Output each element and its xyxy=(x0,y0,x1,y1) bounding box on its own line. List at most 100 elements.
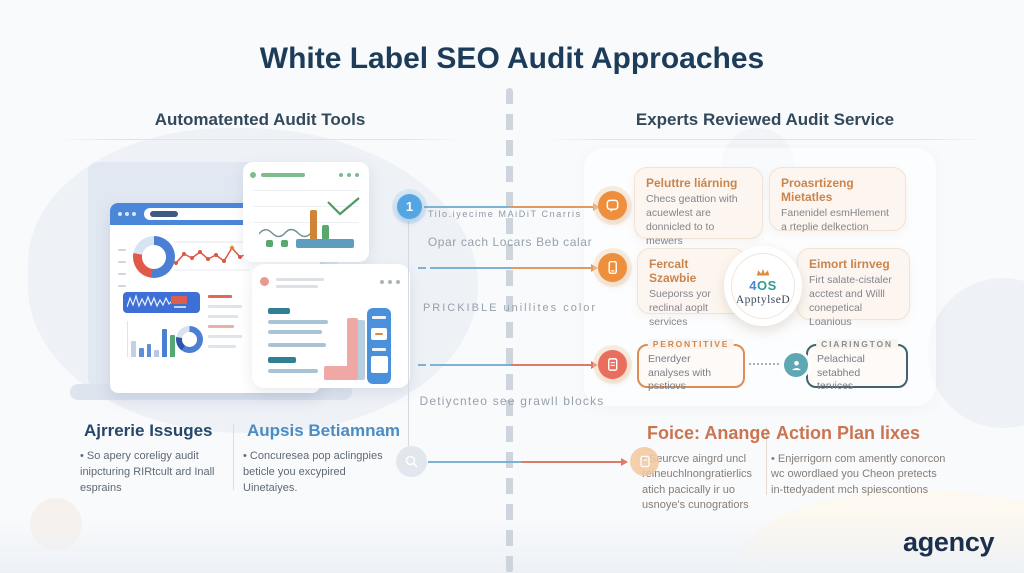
list-line xyxy=(268,343,326,347)
crown-icon xyxy=(756,268,770,276)
service-card: Peluttre liárning Checs geattion with ac… xyxy=(634,167,763,247)
connector-label-4: Detiycnteo see grawll blocks xyxy=(419,394,605,408)
right-column-header: Experts Reviewed Audit Service xyxy=(635,110,895,129)
right-header-underline xyxy=(543,139,987,140)
bracket-box-body: Enerdyer analyses with psstiovs xyxy=(648,353,712,393)
arrowhead-icon xyxy=(591,264,598,272)
arrowhead-icon xyxy=(591,361,598,369)
window-dot-icon xyxy=(125,212,129,216)
bracket-box-label: PERONTITIVE xyxy=(647,339,735,349)
card-body: Fanenidel esmHlement a rteplie delkectio… xyxy=(781,207,889,233)
status-dot xyxy=(250,172,256,178)
badge-logo-4: 4 xyxy=(749,277,757,293)
card-body: Checs geattion with acuewlest are donnic… xyxy=(646,193,738,247)
left-footer-heading-2: Aupsis Betiamnam xyxy=(247,421,401,440)
axis-tick xyxy=(118,249,126,251)
axis-tick xyxy=(118,273,126,275)
right-footer-bullet-1: • Seurcve aingrd uncl relneuchlnongratie… xyxy=(642,453,753,512)
pink-vbar xyxy=(347,318,358,380)
window-dot-icon xyxy=(118,212,122,216)
gridline xyxy=(253,190,359,191)
address-bar xyxy=(144,208,266,220)
document-icon xyxy=(598,350,627,379)
menu-dots-icon xyxy=(380,280,400,284)
bracket-box-right: CIARINGTON Pelachical setabhed tervices xyxy=(806,339,908,392)
check-trend-line xyxy=(327,197,360,216)
arrow-row3 xyxy=(430,361,598,369)
blue-vbar xyxy=(357,320,365,380)
left-header-underline xyxy=(58,139,462,140)
person-icon xyxy=(784,353,808,377)
axis-tick xyxy=(118,261,126,263)
phone-accent xyxy=(375,333,383,335)
arrow-dash xyxy=(418,267,426,269)
donut-chart-small xyxy=(176,326,203,353)
left-footer-bullet-2: • Concuresea pop aclingpies beticle you … xyxy=(243,450,383,494)
mini-dash xyxy=(174,306,186,308)
line-chart xyxy=(174,241,250,271)
alert-block xyxy=(171,296,187,304)
footer-divider xyxy=(766,427,767,495)
badge-logo-os: OS xyxy=(756,277,777,293)
bracket-box-left: PERONTITIVE Enerdyer analyses with pssti… xyxy=(637,339,745,392)
connector-vertical-line xyxy=(408,221,409,451)
green-square xyxy=(266,240,273,247)
mobile-device-icon xyxy=(598,253,627,282)
step-1-badge: 1 xyxy=(397,194,422,219)
card-body: Firt salate-cistaler acctest and Willl c… xyxy=(809,274,892,328)
approved-seal: 4OS ApptylseD xyxy=(724,246,802,326)
page-title: White Label SEO Audit Approaches xyxy=(259,42,765,75)
arrow-row1 xyxy=(424,203,600,211)
pink-hbar xyxy=(324,366,358,380)
background-circle xyxy=(928,278,1024,428)
connector-label-3: PRICKIBLE unillites color xyxy=(422,302,598,314)
analytics-card-bottom xyxy=(252,264,410,388)
badge-logo: 4OS xyxy=(749,278,777,293)
right-footer-heading-2: Action Plan lixes xyxy=(776,423,921,443)
brand-logo: agency xyxy=(903,527,995,557)
left-column-header: Automatented Audit Tools xyxy=(154,110,366,129)
orange-bar xyxy=(310,210,317,240)
arrowhead-icon xyxy=(593,203,600,211)
card-heading-line xyxy=(276,285,318,288)
card-title: Proasrtizeng Mietatles xyxy=(781,176,854,204)
right-footer-bullet-2: • Enjerrigorn com amently conorcon wc ow… xyxy=(771,453,946,496)
center-dashed-divider xyxy=(506,88,513,573)
document-icon xyxy=(630,447,659,476)
arrow-dash xyxy=(418,364,426,366)
menu-dots-icon xyxy=(339,173,359,177)
gridline xyxy=(253,222,359,223)
card-heading-line xyxy=(276,278,324,281)
mobile-mockup xyxy=(367,308,391,384)
card-heading-line xyxy=(261,173,305,177)
equalizer-panel xyxy=(123,292,200,313)
axis-tick xyxy=(118,285,126,287)
footer-divider xyxy=(233,424,234,490)
waveform-icon xyxy=(127,294,173,308)
trend-wave xyxy=(259,228,311,238)
arrow-row2 xyxy=(430,264,598,272)
donut-chart xyxy=(133,236,175,278)
gridline xyxy=(253,206,359,207)
bracket-box-body: Pelachical setabhed tervices xyxy=(817,353,865,393)
green-square xyxy=(281,240,288,247)
badge-label: ApptylseD xyxy=(735,293,791,306)
right-footer-heading-1: Foice: Anange xyxy=(647,423,771,443)
list-line xyxy=(268,330,322,334)
card-title: Peluttre liárning xyxy=(646,176,738,190)
service-card: Proasrtizeng Mietatles Fanenidel esmHlem… xyxy=(769,167,906,233)
card-body: Sueporss yor reclinal aoplt services xyxy=(649,288,711,328)
chat-bubble-icon xyxy=(598,191,627,220)
card-title: Fercalt Szawbie xyxy=(649,257,697,285)
service-card: Eimort Iirnveg Firt salate-cistaler acct… xyxy=(797,248,910,328)
blue-hbar xyxy=(296,239,354,248)
arrow-row4 xyxy=(428,458,628,466)
list-line xyxy=(268,320,328,324)
window-dot-icon xyxy=(132,212,136,216)
connector-label-1: Tilo.iyecime MAiDiT Cnarris xyxy=(428,209,582,219)
analytics-card-top xyxy=(243,162,369,262)
bracket-box-label: CIARINGTON xyxy=(816,339,898,349)
arrowhead-icon xyxy=(621,458,628,466)
report-list xyxy=(208,295,246,355)
